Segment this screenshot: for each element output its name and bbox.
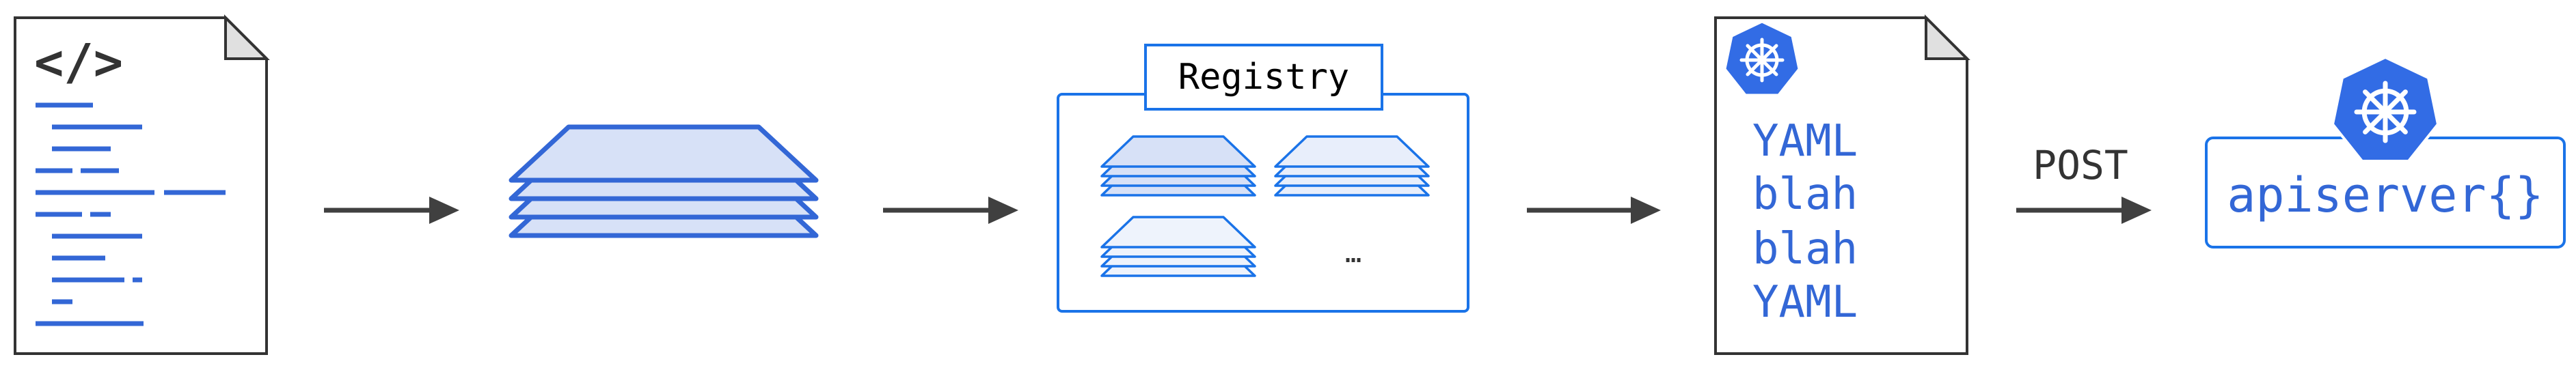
image-layer [1100,216,1256,248]
source-document-fold [224,14,270,60]
kubernetes-icon [2331,55,2440,162]
apiserver: apiserver{} [2205,55,2566,248]
post-arrow: POST [2016,142,2152,224]
manifest-line: YAML [1752,277,1858,328]
image-stack [1100,216,1256,277]
image-stack [1100,135,1256,197]
image-layers [509,124,819,238]
manifest-document-page [1714,16,1968,355]
code-lines [36,102,226,326]
registry: Registry … [1057,44,1469,313]
source-document-page [14,16,268,355]
image-layer [1100,135,1256,168]
image-stack [1274,135,1430,197]
registry-more: … [1345,238,1361,269]
flow-arrow [324,197,459,224]
registry-label: Registry [1178,57,1349,98]
registry-box [1057,93,1469,313]
kubernetes-icon [1724,20,1800,96]
flow-arrow [1527,197,1661,224]
manifest-line: YAML [1752,116,1858,167]
source-code-document: </> [14,14,270,355]
image-layer [1274,135,1430,168]
flow-arrow [883,197,1018,224]
registry-images [1100,135,1430,277]
registry-label-box [1144,44,1383,111]
manifest-document: YAML blah blah YAML [1714,14,1970,355]
manifest-document-fold [1925,14,1970,60]
post-label: POST [2033,142,2128,188]
manifest-line: blah [1752,169,1858,220]
image-stack [509,124,819,238]
image-layer [509,124,819,183]
manifest-line: blah [1752,224,1858,274]
apiserver-label: apiserver{} [2227,167,2544,223]
code-icon: </> [34,33,123,91]
